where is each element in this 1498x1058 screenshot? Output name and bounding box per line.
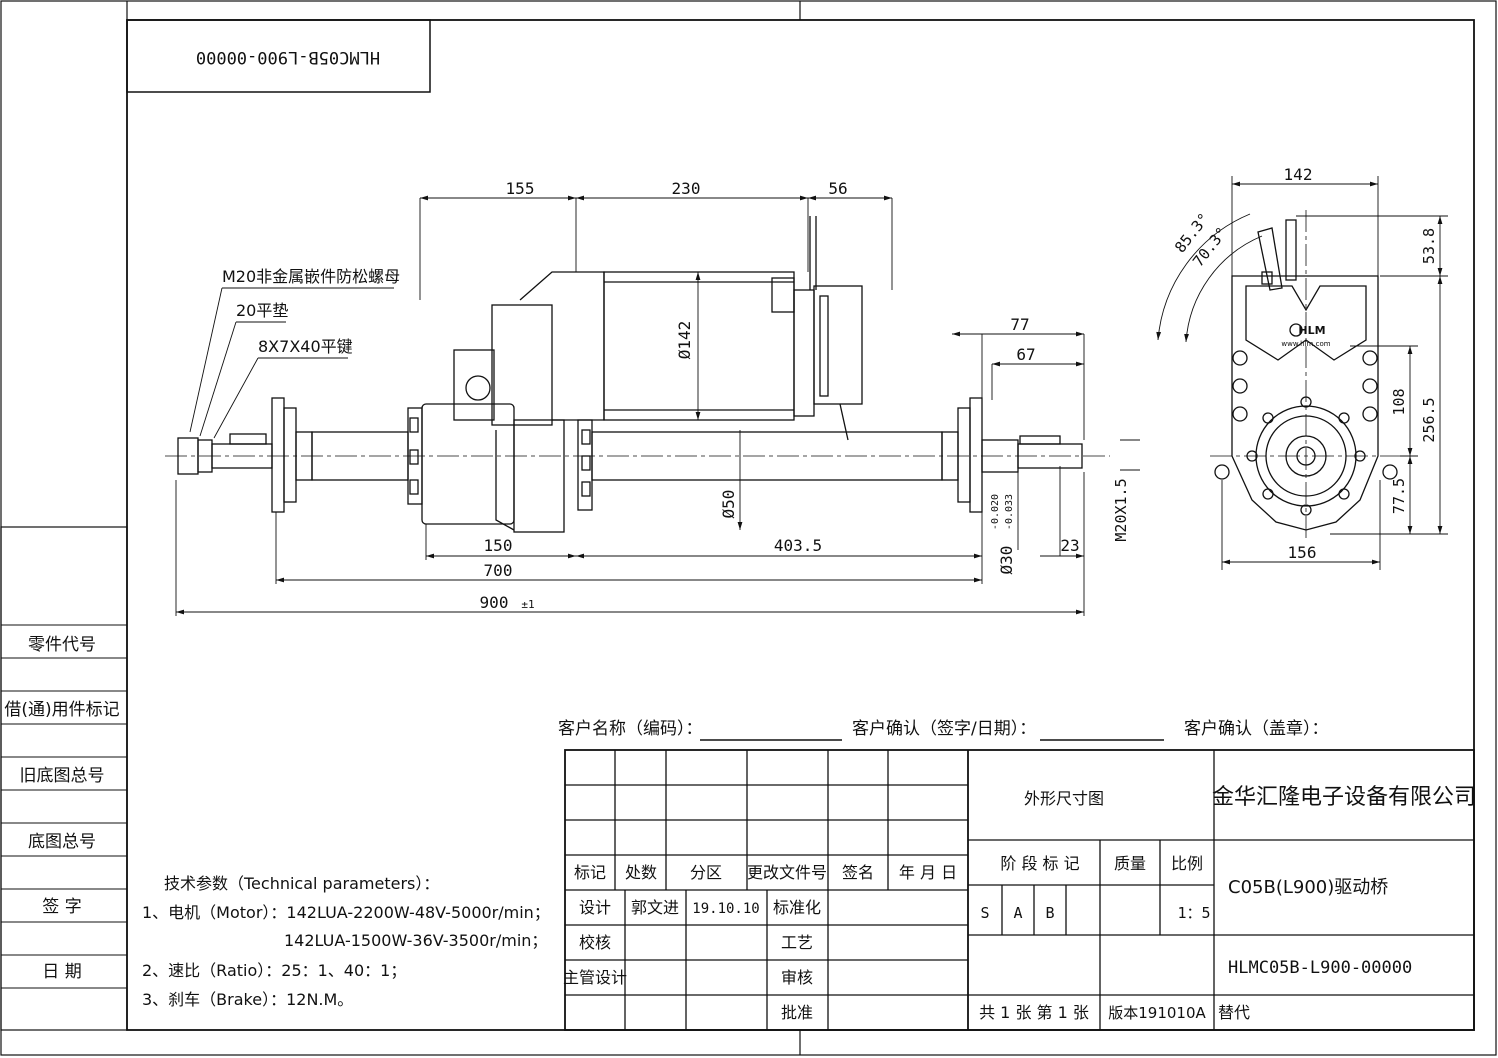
flipped-drawing-number: HLMC05B-L900-00000 <box>196 47 380 67</box>
tb-count: 处数 <box>625 863 657 882</box>
tb-design-date: 19.10.10 <box>692 901 759 917</box>
tb-drawing-number: HLMC05B-L900-00000 <box>1228 958 1412 978</box>
tb-sign: 签名 <box>842 863 874 882</box>
tb-doc-no: 更改文件号 <box>747 863 827 882</box>
tb-replace: 替代 <box>1218 1003 1250 1022</box>
brand-web: www.hlm.com <box>1281 340 1330 348</box>
dim-56: 56 <box>828 179 847 198</box>
callout-nut: M20非金属嵌件防松螺母 <box>222 267 400 286</box>
dim-67: 67 <box>1016 345 1035 364</box>
dim-motor-diameter: Ø142 <box>675 321 694 360</box>
tb-scale-header: 比例 <box>1171 854 1203 873</box>
side-dim-108: 108 <box>1390 388 1408 415</box>
tb-part-name: C05B(L900)驱动桥 <box>1228 877 1388 898</box>
title-block <box>564 749 1475 1031</box>
dim-77: 77 <box>1010 315 1029 334</box>
side-dim-53-8: 53.8 <box>1420 228 1438 264</box>
brand-logo: HLM <box>1298 324 1325 337</box>
dim-23: 23 <box>1060 536 1079 555</box>
dim-shaft-diameter: Ø30 <box>997 546 1016 575</box>
tb-zone: 分区 <box>690 863 722 882</box>
tb-mass: 质量 <box>1114 854 1146 873</box>
tb-stage-a: A <box>1013 904 1022 922</box>
tb-review: 审核 <box>781 968 813 987</box>
customer-confirm-label: 客户确认（签字/日期）： <box>852 719 1036 739</box>
title-block-text: 标记 处数 分区 更改文件号 签名 年 月 日 设计 郭文进 19.10.10 … <box>563 785 1476 1022</box>
tb-stage: 阶 段 标 记 <box>1000 854 1079 873</box>
side-label-borrowed: 借(通)用件标记 <box>4 700 119 720</box>
tech-line-1b: 142LUA-1500W-36V-3500r/min； <box>284 931 547 950</box>
side-view <box>1210 210 1400 540</box>
side-view-logo: HLM www.hlm.com <box>1281 324 1330 348</box>
front-dimension-labels: 155 230 56 Ø142 Ø50 77 67 150 403.5 700 … <box>222 179 1130 612</box>
dim-900: 900 <box>480 593 509 612</box>
front-dimensions <box>175 195 1140 616</box>
tb-company: 金华汇隆电子设备有限公司 <box>1212 785 1476 810</box>
tb-chief: 主管设计 <box>563 968 627 987</box>
dim-230: 230 <box>672 179 701 198</box>
dim-150: 150 <box>484 536 513 555</box>
dim-700: 700 <box>484 561 513 580</box>
customer-confirm-row: 客户名称（编码）： 客户确认（签字/日期）： 客户确认（盖章）： <box>558 719 1329 741</box>
tb-sheets: 共 1 张 第 1 张 <box>979 1003 1089 1022</box>
tb-standard: 标准化 <box>773 898 821 917</box>
dim-shaft-tol-upper: -0.020 <box>990 494 1001 530</box>
side-label-master: 底图总号 <box>28 832 96 852</box>
side-label-date: 日 期 <box>42 962 81 982</box>
dim-thread: M20X1.5 <box>1112 478 1130 541</box>
dim-axle-diameter: Ø50 <box>719 490 738 519</box>
dim-900-tolerance: ±1 <box>521 598 534 611</box>
side-dimension-labels: 142 156 53.8 256.5 108 77.5 85.3° 70.3° <box>1171 165 1438 562</box>
customer-stamp-label: 客户确认（盖章）： <box>1184 719 1329 739</box>
drawing-number-box: HLMC05B-L900-00000 <box>126 19 431 93</box>
tech-line-1: 1、电机（Motor）：142LUA-2200W-48V-5000r/min； <box>142 903 550 922</box>
side-dim-77-5: 77.5 <box>1390 478 1408 514</box>
technical-parameters: 技术参数（Technical parameters）： 1、电机（Motor）：… <box>142 874 550 1009</box>
dim-shaft-tol-lower: -0.033 <box>1004 494 1015 530</box>
tech-line-2: 2、速比（Ratio）：25：1、40：1； <box>142 961 406 980</box>
tb-design: 设计 <box>579 898 611 917</box>
tb-designer: 郭文进 <box>631 898 679 917</box>
customer-name-label: 客户名称（编码）： <box>558 719 703 739</box>
dim-403-5: 403.5 <box>774 536 822 555</box>
tb-approve: 批准 <box>781 1003 813 1022</box>
side-dim-156: 156 <box>1288 543 1317 562</box>
tb-stage-b: B <box>1045 904 1054 922</box>
side-label-part-code: 零件代号 <box>28 635 96 655</box>
callout-key: 8X7X40平键 <box>258 337 353 356</box>
tb-stage-s: S <box>980 904 989 922</box>
side-label-signature: 签 字 <box>42 897 81 917</box>
tech-line-3: 3、刹车（Brake）：12N.M。 <box>142 990 353 1009</box>
tb-version: 版本191010A <box>1108 1004 1206 1022</box>
dim-155: 155 <box>506 179 535 198</box>
tb-scale-value: 1：5 <box>1177 904 1210 922</box>
side-dim-142: 142 <box>1284 165 1313 184</box>
front-view <box>165 216 1110 533</box>
tb-process: 工艺 <box>781 933 813 952</box>
tb-check: 校核 <box>579 933 611 952</box>
side-dim-256-5: 256.5 <box>1420 397 1438 442</box>
tech-title: 技术参数（Technical parameters）： <box>164 874 439 893</box>
side-label-old-master: 旧底图总号 <box>20 766 105 786</box>
side-dimensions <box>1156 176 1448 570</box>
tb-date: 年 月 日 <box>899 863 957 882</box>
callout-washer: 20平垫 <box>236 301 288 320</box>
side-stamp-column: 零件代号 借(通)用件标记 旧底图总号 底图总号 签 字 日 期 <box>0 526 128 1031</box>
tb-drawing-type: 外形尺寸图 <box>1024 789 1104 808</box>
tb-mark: 标记 <box>574 863 606 882</box>
